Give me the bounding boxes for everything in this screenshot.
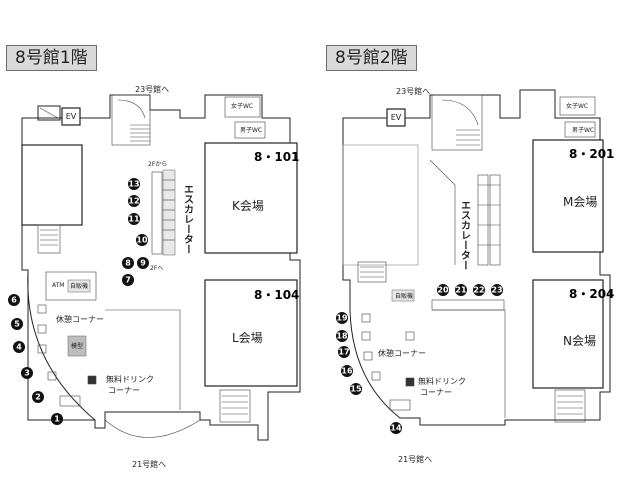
svg-text:11: 11 xyxy=(128,215,140,224)
floor2-kiosk: 自販機 xyxy=(395,292,413,300)
hall-k-number: 8・101 xyxy=(254,150,299,164)
svg-text:7: 7 xyxy=(125,276,131,285)
floor1-atm: ATM xyxy=(52,282,64,289)
floor1-marker-8[interactable]: 8 xyxy=(122,257,134,269)
floor1-marker-1[interactable]: 1 xyxy=(51,413,63,425)
floor1-marker-7[interactable]: 7 xyxy=(122,274,134,286)
svg-text:2: 2 xyxy=(35,393,41,402)
floor2-marker-14[interactable]: 14 xyxy=(390,422,402,434)
floor1-marker-11[interactable]: 11 xyxy=(128,213,140,225)
svg-text:4: 4 xyxy=(16,343,22,352)
floor1-to-2f: 2Fへ xyxy=(150,265,163,272)
floor1-marker-10[interactable]: 10 xyxy=(136,234,148,246)
svg-text:20: 20 xyxy=(437,286,449,295)
floor1-ev-box xyxy=(61,107,81,126)
floor1-escalator xyxy=(151,169,176,256)
svg-text:18: 18 xyxy=(336,332,348,341)
floor1-marker-2[interactable]: 2 xyxy=(32,391,44,403)
floor1-north-stairs xyxy=(111,94,151,146)
hall-n-label: N会場 xyxy=(563,334,596,348)
floor2-marker-22[interactable]: 22 xyxy=(473,284,485,296)
floor1-north-exit: 23号館へ xyxy=(135,84,169,94)
floor2-marker-15[interactable]: 15 xyxy=(350,383,362,395)
floor1-marker-3[interactable]: 3 xyxy=(21,367,33,379)
floor2-marker-18[interactable]: 18 xyxy=(336,330,348,342)
hall-m-number: 8・201 xyxy=(569,147,614,161)
floor2-title: 8号館2階 xyxy=(326,45,417,71)
floor2-marker-23[interactable]: 23 xyxy=(491,284,503,296)
hall-k-label: K会場 xyxy=(232,199,264,213)
floor2-marker-17[interactable]: 17 xyxy=(338,346,350,358)
floor2-north-stairs xyxy=(431,94,483,151)
floor2-marker-16[interactable]: 16 xyxy=(341,365,353,377)
floor1-ev-label: EV xyxy=(66,112,77,121)
floor1-marker-9[interactable]: 9 xyxy=(137,257,149,269)
floor1-model xyxy=(67,335,87,357)
floor2-rest-corner: 休憩コーナー xyxy=(378,348,426,358)
floor1-marker-5[interactable]: 5 xyxy=(11,318,23,330)
floor1-marker-6[interactable]: 6 xyxy=(8,294,20,306)
svg-text:22: 22 xyxy=(473,286,484,295)
svg-text:1: 1 xyxy=(54,415,60,424)
floor2-drink-line1: 無料ドリンク xyxy=(418,376,466,386)
floor1-left-room xyxy=(21,144,83,226)
svg-text:16: 16 xyxy=(341,367,353,376)
svg-text:10: 10 xyxy=(136,236,148,245)
floor2-men-wc: 男子WC xyxy=(572,127,594,134)
floor2-map: EV エスカレーター 女子WC 男 xyxy=(336,86,614,464)
floor2-escalator xyxy=(429,159,501,266)
svg-text:17: 17 xyxy=(338,348,349,357)
hall-n[interactable] xyxy=(532,279,604,389)
floor2-south-stairs xyxy=(554,389,586,423)
hall-k[interactable] xyxy=(204,142,298,254)
floor1-women-wc: 女子WC xyxy=(231,102,253,110)
floor2-north-exit: 23号館へ xyxy=(396,86,430,96)
floor1-south-stairs xyxy=(219,389,251,423)
floor2-women-wc: 女子WC xyxy=(566,102,588,110)
floor2-marker-19[interactable]: 19 xyxy=(336,312,348,324)
floor2-south-exit: 21号館へ xyxy=(398,454,432,464)
svg-text:3: 3 xyxy=(24,369,30,378)
floor1-south-exit: 21号館へ xyxy=(132,459,166,469)
floor1-from-2f: 2Fから xyxy=(148,161,167,168)
floor1-drink-line1: 無料ドリンク xyxy=(106,374,154,384)
floor1-map: EV エスカレーター xyxy=(8,84,301,469)
floor2-ev-box xyxy=(386,108,406,127)
svg-text:12: 12 xyxy=(128,197,139,206)
hall-m[interactable] xyxy=(532,139,604,253)
floor1-model-label: 模型 xyxy=(71,342,83,350)
hall-l-label: L会場 xyxy=(232,331,263,345)
floor2-marker-21[interactable]: 21 xyxy=(455,284,467,296)
floor2-escalator-label: エスカレーター xyxy=(459,200,471,270)
floor2-ev-label: EV xyxy=(391,113,402,122)
svg-text:14: 14 xyxy=(390,424,402,433)
hall-l-number: 8・104 xyxy=(254,288,299,302)
svg-text:9: 9 xyxy=(140,259,146,268)
svg-text:15: 15 xyxy=(350,385,362,394)
svg-text:13: 13 xyxy=(128,180,139,189)
floor1-escalator-label: エスカレーター xyxy=(182,184,194,254)
svg-text:6: 6 xyxy=(11,296,17,305)
hall-n-number: 8・204 xyxy=(569,287,614,301)
svg-text:19: 19 xyxy=(336,314,348,323)
hall-m-label: M会場 xyxy=(563,195,597,209)
floor1-marker-12[interactable]: 12 xyxy=(128,195,140,207)
svg-text:8: 8 xyxy=(125,259,131,268)
floor1-kiosk: 自販機 xyxy=(70,282,88,290)
svg-text:5: 5 xyxy=(14,320,20,329)
floor1-marker-4[interactable]: 4 xyxy=(13,341,25,353)
hall-l[interactable] xyxy=(204,279,298,387)
floor1-rest-corner: 休憩コーナー xyxy=(56,314,104,324)
floor1-title: 8号館1階 xyxy=(6,45,97,71)
floor1-drink-line2: コーナー xyxy=(108,386,140,395)
svg-text:21: 21 xyxy=(455,286,467,295)
svg-text:23: 23 xyxy=(491,286,502,295)
floor1-marker-13[interactable]: 13 xyxy=(128,178,140,190)
floor2-marker-20[interactable]: 20 xyxy=(437,284,449,296)
floor2-drink-line2: コーナー xyxy=(420,388,452,397)
floor1-men-wc: 男子WC xyxy=(240,127,262,134)
